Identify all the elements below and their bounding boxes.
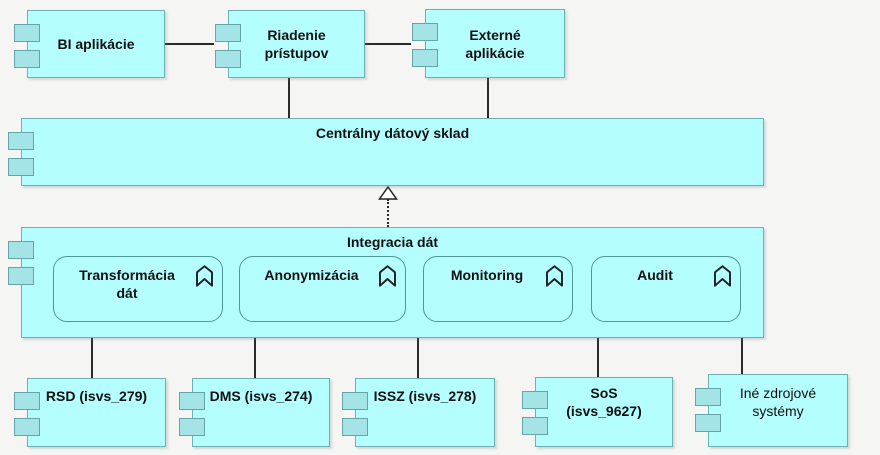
realization-dotted-line [387, 199, 389, 227]
function-label: Transformácia dát [79, 267, 175, 301]
connector-integracia-rsd [91, 337, 93, 379]
connector-bi-riadenie [165, 43, 214, 45]
component-tab-icon [412, 23, 438, 41]
component-sos[interactable]: SoS (isvs_9627) [522, 377, 673, 447]
component-tab-icon [179, 392, 205, 410]
connector-integracia-ine [741, 337, 743, 375]
component-tab-icon [695, 414, 721, 432]
component-label: Externé aplikácie [465, 26, 525, 61]
function-label: Anonymizácia [264, 267, 359, 283]
component-tab-icon [14, 392, 40, 410]
component-tab-icon [695, 388, 721, 406]
component-label: Riadenie prístupov [264, 27, 329, 61]
function-chevron-icon [379, 265, 396, 287]
component-tab-icon [522, 391, 548, 409]
component-tab-icon [8, 267, 34, 285]
component-tab-icon [14, 50, 40, 68]
connector-riadenie-externe [365, 43, 411, 45]
component-rsd[interactable]: RSD (isvs_279) [14, 378, 166, 447]
component-tab-icon [215, 50, 241, 68]
function-chevron-icon [714, 265, 731, 287]
function-chevron-icon [546, 265, 563, 287]
component-ine-zdrojove-systemy[interactable]: Iné zdrojové systémy [695, 374, 848, 447]
component-tab-icon [215, 24, 241, 42]
component-label: ISSZ (isvs_278) [373, 388, 477, 404]
component-label: DMS (isvs_274) [209, 388, 313, 404]
component-tab-icon [342, 418, 368, 436]
connector-riadenie-central [288, 77, 290, 118]
component-tab-icon [342, 392, 368, 410]
function-label: Audit [637, 267, 673, 283]
component-label: Integracia dát [346, 234, 439, 250]
function-label: Monitoring [450, 267, 524, 283]
connector-integracia-sos [597, 337, 599, 379]
component-tab-icon [179, 418, 205, 436]
component-dms[interactable]: DMS (isvs_274) [179, 378, 330, 447]
component-bi-aplikacie[interactable]: BI aplikácie [14, 10, 165, 78]
component-centralny-datovy-sklad[interactable]: Centrálny dátový sklad [8, 118, 764, 186]
function-chevron-icon [196, 265, 213, 287]
component-tab-icon [8, 158, 34, 176]
component-tab-icon [412, 49, 438, 67]
connector-integracia-dms [254, 337, 256, 379]
function-audit[interactable]: Audit [591, 256, 741, 322]
component-label: SoS (isvs_9627) [566, 385, 642, 419]
component-label: RSD (isvs_279) [45, 388, 148, 404]
function-transformacia-dat[interactable]: Transformácia dát [53, 256, 223, 322]
component-externe-aplikacie[interactable]: Externé aplikácie [412, 9, 565, 78]
function-monitoring[interactable]: Monitoring [423, 256, 573, 322]
component-tab-icon [14, 24, 40, 42]
component-issz[interactable]: ISSZ (isvs_278) [342, 378, 495, 447]
component-tab-icon [8, 132, 34, 150]
component-tab-icon [14, 418, 40, 436]
realization-triangle-icon [378, 186, 398, 200]
component-integracia-dat[interactable]: Integracia dát Transformácia dát Anonymi… [8, 227, 764, 338]
component-label: BI aplikácie [57, 36, 135, 52]
component-label: Iné zdrojové systémy [739, 385, 817, 419]
function-anonymizacia[interactable]: Anonymizácia [239, 256, 406, 322]
component-tab-icon [522, 417, 548, 435]
connector-externe-central [487, 77, 489, 118]
component-label: Centrálny dátový sklad [315, 125, 470, 141]
component-riadenie-pristupov[interactable]: Riadenie prístupov [215, 10, 365, 78]
component-tab-icon [8, 241, 34, 259]
connector-integracia-issz [417, 337, 419, 379]
